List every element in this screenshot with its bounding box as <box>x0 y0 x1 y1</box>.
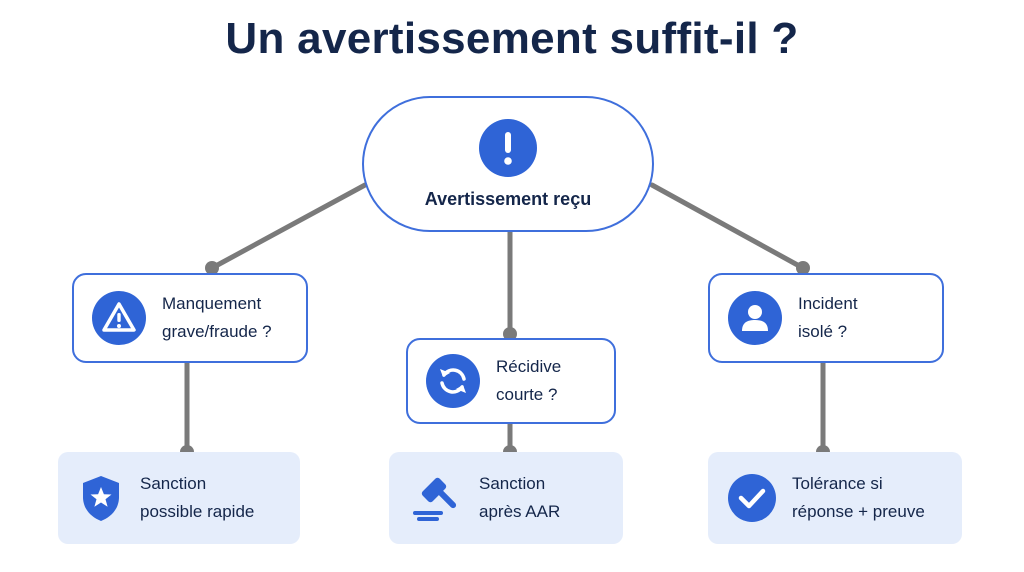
outcome-node-sanction-rapide: Sanction possible rapide <box>58 452 300 544</box>
warning-triangle-icon <box>92 291 146 345</box>
gavel-icon <box>409 473 463 523</box>
question-label-grave: Manquement grave/fraude ? <box>162 294 272 341</box>
outcome-label-sanction-aar: Sanction après AAR <box>479 474 561 521</box>
connector-dot <box>503 327 517 341</box>
connector-dot <box>796 261 810 275</box>
connector-root-right <box>649 182 806 271</box>
exclamation-icon <box>479 118 537 177</box>
question-node-grave: Manquement grave/fraude ? <box>72 273 308 363</box>
check-circle-icon <box>728 474 776 522</box>
outcome-label-sanction-rapide: Sanction possible rapide <box>140 474 255 521</box>
question-node-recidive: Récidive courte ? <box>406 338 616 424</box>
question-node-isole: Incident isolé ? <box>708 273 944 363</box>
connector-dot <box>205 261 219 275</box>
page-title: Un avertissement suffit-il ? <box>225 14 799 63</box>
outcome-label-tolerance: Tolérance si réponse + preuve <box>792 474 925 521</box>
shield-star-icon <box>78 473 124 523</box>
refresh-icon <box>426 354 480 408</box>
outcome-node-sanction-aar: Sanction après AAR <box>389 452 623 544</box>
root-node: Avertissement reçu <box>362 96 654 232</box>
outcome-node-tolerance: Tolérance si réponse + preuve <box>708 452 962 544</box>
root-label: Avertissement reçu <box>424 188 592 209</box>
user-icon <box>728 291 782 345</box>
question-label-isole: Incident isolé ? <box>798 294 858 341</box>
question-label-recidive: Récidive courte ? <box>496 357 562 404</box>
connector-root-left <box>209 182 368 271</box>
